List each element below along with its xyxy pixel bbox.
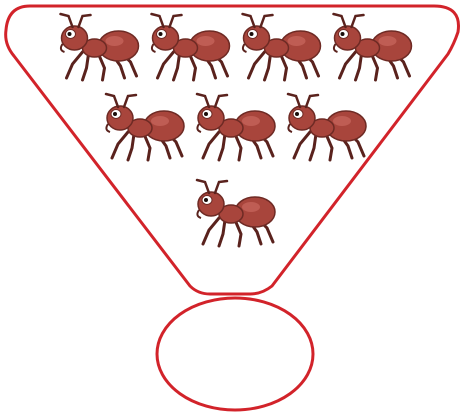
ant-icon — [197, 94, 275, 160]
ant-icon — [152, 14, 230, 80]
ant-icon — [106, 94, 184, 160]
ant-icon — [61, 14, 139, 80]
ant-group — [61, 14, 412, 246]
ant-icon — [243, 14, 321, 80]
ant-icon — [288, 94, 366, 160]
answer-circle — [157, 298, 313, 410]
ant-icon — [197, 180, 275, 246]
ant-icon — [334, 14, 412, 80]
